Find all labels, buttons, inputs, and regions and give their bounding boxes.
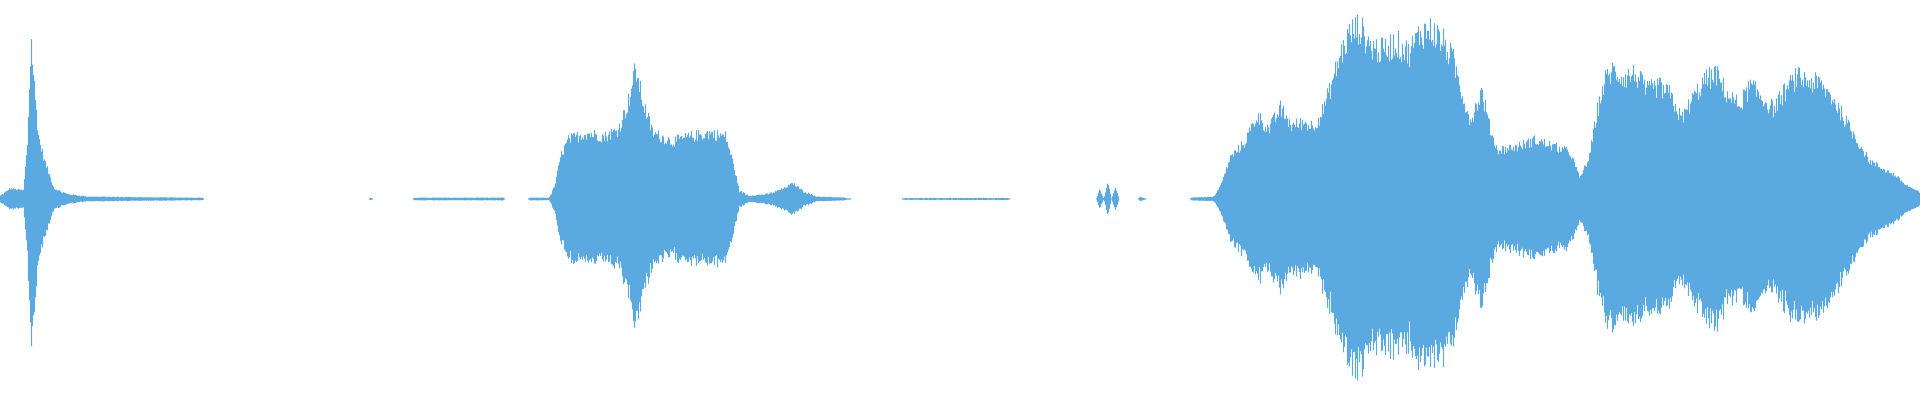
waveform-signal (0, 14, 1920, 381)
waveform-bars (0, 14, 1920, 381)
